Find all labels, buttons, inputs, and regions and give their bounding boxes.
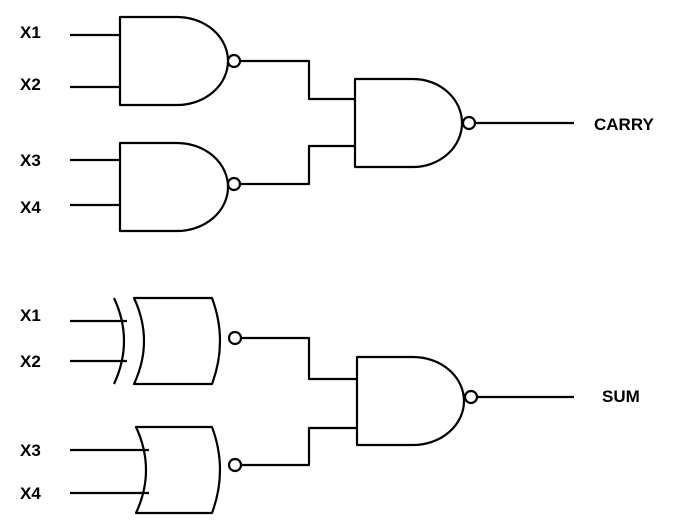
label-x3-top: X3 — [20, 151, 41, 170]
bottom-circuit — [70, 296, 574, 515]
nand-gate-sum — [355, 355, 466, 447]
nand-gate-2 — [118, 141, 230, 233]
wire-nand1-to-nand3 — [240, 59, 355, 101]
label-carry-output: CARRY — [594, 115, 654, 134]
label-x4-top: X4 — [20, 198, 41, 217]
label-x1-bottom: X1 — [20, 306, 41, 325]
top-circuit — [70, 15, 574, 233]
nand-gate-1 — [118, 15, 230, 107]
label-x4-bottom: X4 — [20, 484, 41, 503]
wire-nor-to-nand4 — [241, 426, 357, 467]
nand-gate-carry-bubble — [461, 115, 477, 131]
nand-gate-carry — [353, 77, 464, 169]
nand-gate-sum-bubble — [463, 389, 479, 405]
nand-gate-2-bubble — [226, 176, 242, 192]
xnor-gate-bubble — [227, 330, 243, 346]
nor-gate-bubble — [227, 457, 243, 473]
label-x3-bottom: X3 — [20, 441, 41, 460]
wire-nand2-to-nand3 — [240, 144, 355, 186]
nand-gate-1-bubble — [226, 53, 242, 69]
nor-gate — [134, 425, 222, 515]
label-x1-top: X1 — [20, 23, 41, 42]
label-x2-top: X2 — [20, 75, 41, 94]
label-x2-bottom: X2 — [20, 352, 41, 371]
label-sum-output: SUM — [602, 387, 640, 406]
xnor-gate-extra-arc — [113, 297, 126, 385]
wire-xnor-to-nand4 — [241, 336, 357, 381]
xnor-gate — [132, 296, 222, 386]
